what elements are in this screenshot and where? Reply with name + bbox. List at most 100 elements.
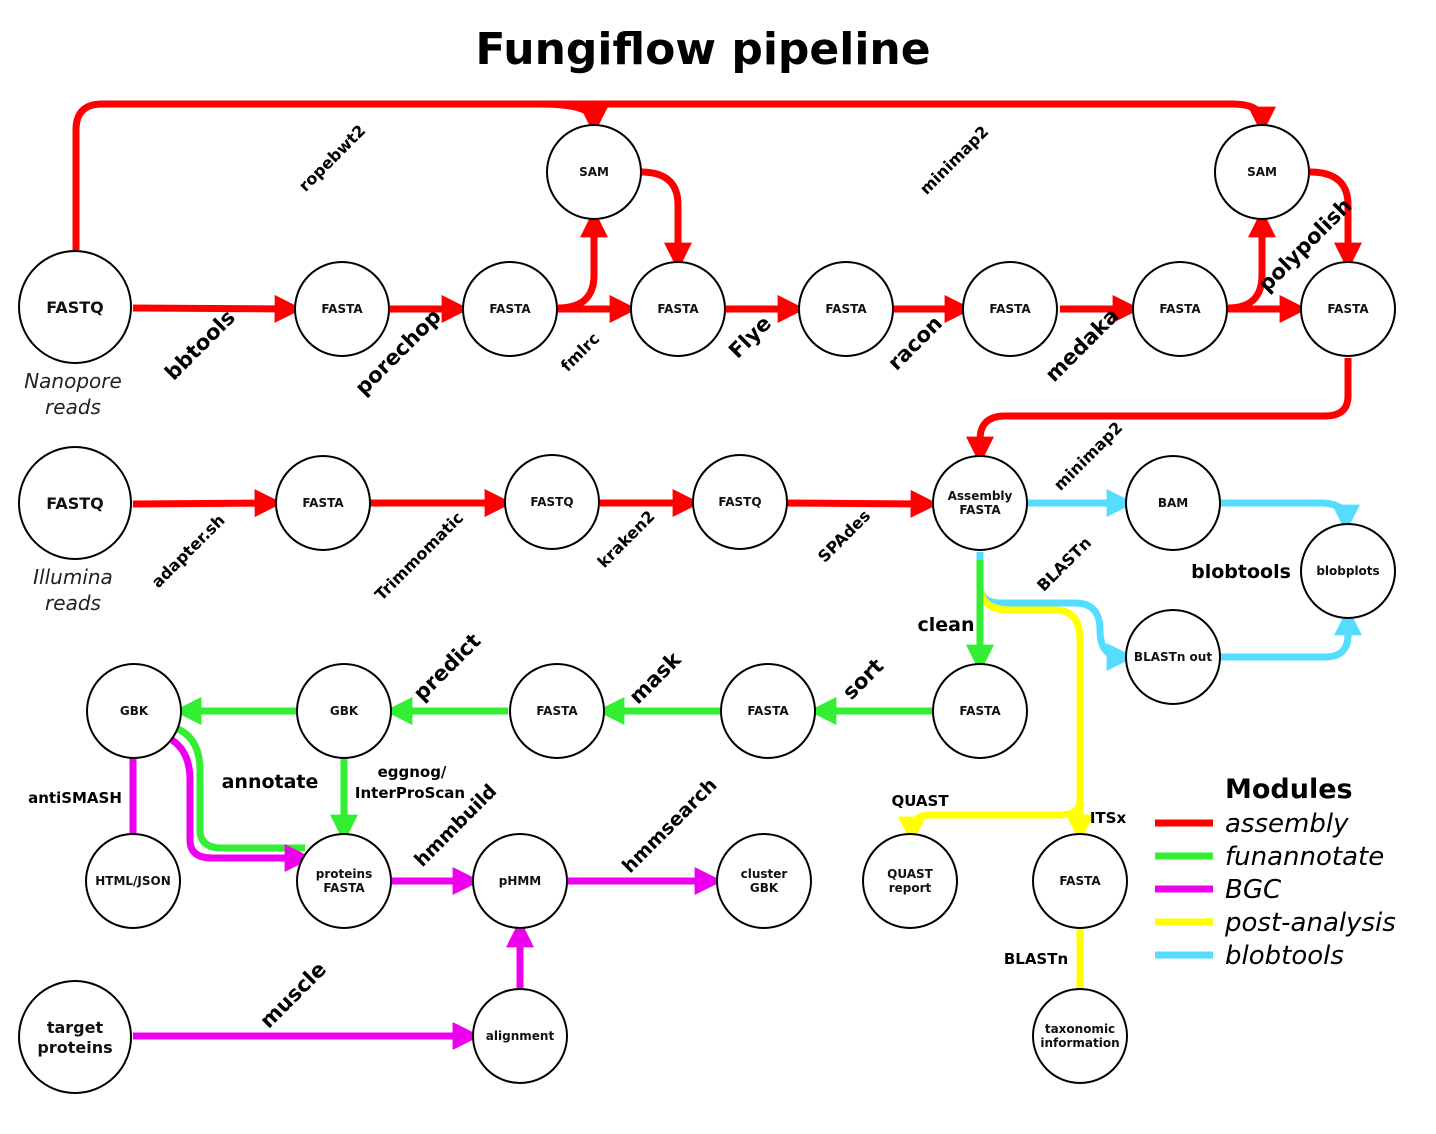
- node-sam-2: SAM: [1214, 124, 1310, 220]
- node-label: blobplots: [1316, 564, 1379, 578]
- edge-illu-i1: [132, 489, 283, 518]
- node-label: pHMM: [499, 874, 542, 888]
- node-circle: [86, 663, 182, 759]
- node-html-json: HTML/JSON: [85, 833, 181, 929]
- tool-minimap2-bam: minimap2: [1050, 418, 1126, 494]
- post-analysis-edges: [898, 584, 1094, 990]
- node-label: SAM: [1247, 165, 1277, 179]
- tool-mask: mask: [624, 647, 686, 709]
- node-fasta-a2: FASTA: [462, 261, 558, 357]
- node-fasta-a7: FASTA: [1300, 261, 1396, 357]
- node-label: BAM: [1158, 496, 1188, 510]
- node-label: FASTA: [959, 503, 1001, 517]
- node-label: FASTA: [302, 496, 344, 510]
- tool-blastn-tax: BLASTn: [1004, 950, 1068, 968]
- tool-racon: racon: [883, 311, 947, 375]
- tool-quast: QUAST: [891, 792, 949, 810]
- node-circle: [692, 454, 788, 550]
- node-circle: [85, 833, 181, 929]
- edge-sam2-a7: [1309, 168, 1362, 271]
- node-label: Assembly: [948, 489, 1013, 503]
- node-label: cluster: [741, 867, 788, 881]
- edge-a2-sam1: [557, 209, 608, 312]
- node-label: taxonomic: [1045, 1022, 1115, 1036]
- tool-clean: clean: [917, 614, 974, 636]
- legend-item-post-analysis: post-analysis: [1155, 908, 1396, 938]
- node-fasta-f3: FASTA: [509, 663, 605, 759]
- node-gbk-2: GBK: [296, 663, 392, 759]
- tool-bbtools: bbtools: [160, 305, 240, 385]
- node-circle: [1032, 833, 1128, 929]
- node-fasta-a1: FASTA: [294, 261, 390, 357]
- node-label: SAM: [579, 165, 609, 179]
- tool-itsx: ITSx: [1090, 809, 1127, 827]
- captions: Nanopore reads Illumina reads: [24, 369, 122, 615]
- node-label: FASTQ: [46, 494, 104, 513]
- legend-label-blobtools: blobtools: [1225, 941, 1344, 971]
- node-label: FASTA: [989, 302, 1031, 316]
- tool-labels: bbtools porechop fmlrc ropebwt2 Flye rac…: [28, 121, 1356, 1033]
- caption-illumina-1: Illumina: [33, 565, 113, 589]
- caption-nanopore-2: reads: [45, 395, 101, 419]
- tool-predict: predict: [409, 629, 486, 706]
- node-circle: [1214, 124, 1310, 220]
- node-label: FASTA: [825, 302, 867, 316]
- caption-nanopore-1: Nanopore: [24, 369, 122, 393]
- funannotate-edges: [173, 560, 994, 852]
- node-fasta-its: FASTA: [1032, 833, 1128, 929]
- tool-blastn-blob: BLASTn: [1033, 533, 1095, 595]
- edge-sam1-a3: [640, 168, 692, 271]
- node-circle: [504, 454, 600, 550]
- node-label: report: [889, 881, 932, 895]
- node-label: information: [1040, 1036, 1119, 1050]
- node-circle: [462, 261, 558, 357]
- tool-fmlrc: fmlrc: [557, 329, 603, 375]
- tool-antismash: antiSMASH: [28, 789, 122, 807]
- node-circle: [1125, 455, 1221, 551]
- edge-bam-blobplots: [1220, 499, 1360, 533]
- node-circle: [296, 833, 392, 929]
- node-fastq-i3: FASTQ: [692, 454, 788, 550]
- legend-item-bgc: BGC: [1155, 875, 1282, 905]
- node-label: proteins: [37, 1038, 112, 1057]
- node-phmm: pHMM: [472, 833, 568, 929]
- node-circle: [509, 663, 605, 759]
- tool-eggnog: eggnog/: [378, 763, 447, 781]
- node-label: FASTA: [747, 704, 789, 718]
- node-fastq-i2: FASTQ: [504, 454, 600, 550]
- node-blastn-out: BLASTn out: [1125, 609, 1221, 705]
- node-circle: [275, 455, 371, 551]
- node-label: proteins: [316, 867, 372, 881]
- caption-illumina-2: reads: [45, 591, 101, 615]
- node-fasta-a6: FASTA: [1132, 261, 1228, 357]
- node-label: FASTQ: [46, 298, 104, 317]
- node-circle: [18, 980, 132, 1094]
- node-circle: [962, 261, 1058, 357]
- node-label: BLASTn out: [1134, 650, 1212, 664]
- legend-item-blobtools: blobtools: [1155, 941, 1344, 971]
- legend-label-funannotate: funannotate: [1225, 842, 1384, 872]
- node-circle: [1032, 988, 1128, 1084]
- tool-ropebwt2: ropebwt2: [295, 121, 369, 195]
- edge-a6-sam2: [1227, 209, 1276, 312]
- legend-label-post-analysis: post-analysis: [1224, 908, 1396, 938]
- tool-spades: SPAdes: [814, 506, 874, 566]
- tool-kraken2: kraken2: [594, 507, 659, 572]
- node-label: FASTA: [536, 704, 578, 718]
- node-circle: [472, 988, 568, 1084]
- node-circle: [716, 833, 812, 929]
- node-label: FASTA: [321, 302, 363, 316]
- node-circle: [1300, 261, 1396, 357]
- node-label: GBK: [330, 704, 359, 718]
- node-circle: [1132, 261, 1228, 357]
- nodes: FASTQ FASTA FASTA SAM FASTA FASTA FASTA FASTA SA…: [18, 124, 1396, 1094]
- node-circle: [932, 455, 1028, 551]
- node-label: GBK: [120, 704, 149, 718]
- edge-top-loop: [72, 100, 1276, 250]
- node-gbk-1: GBK: [86, 663, 182, 759]
- node-label: FASTA: [657, 302, 699, 316]
